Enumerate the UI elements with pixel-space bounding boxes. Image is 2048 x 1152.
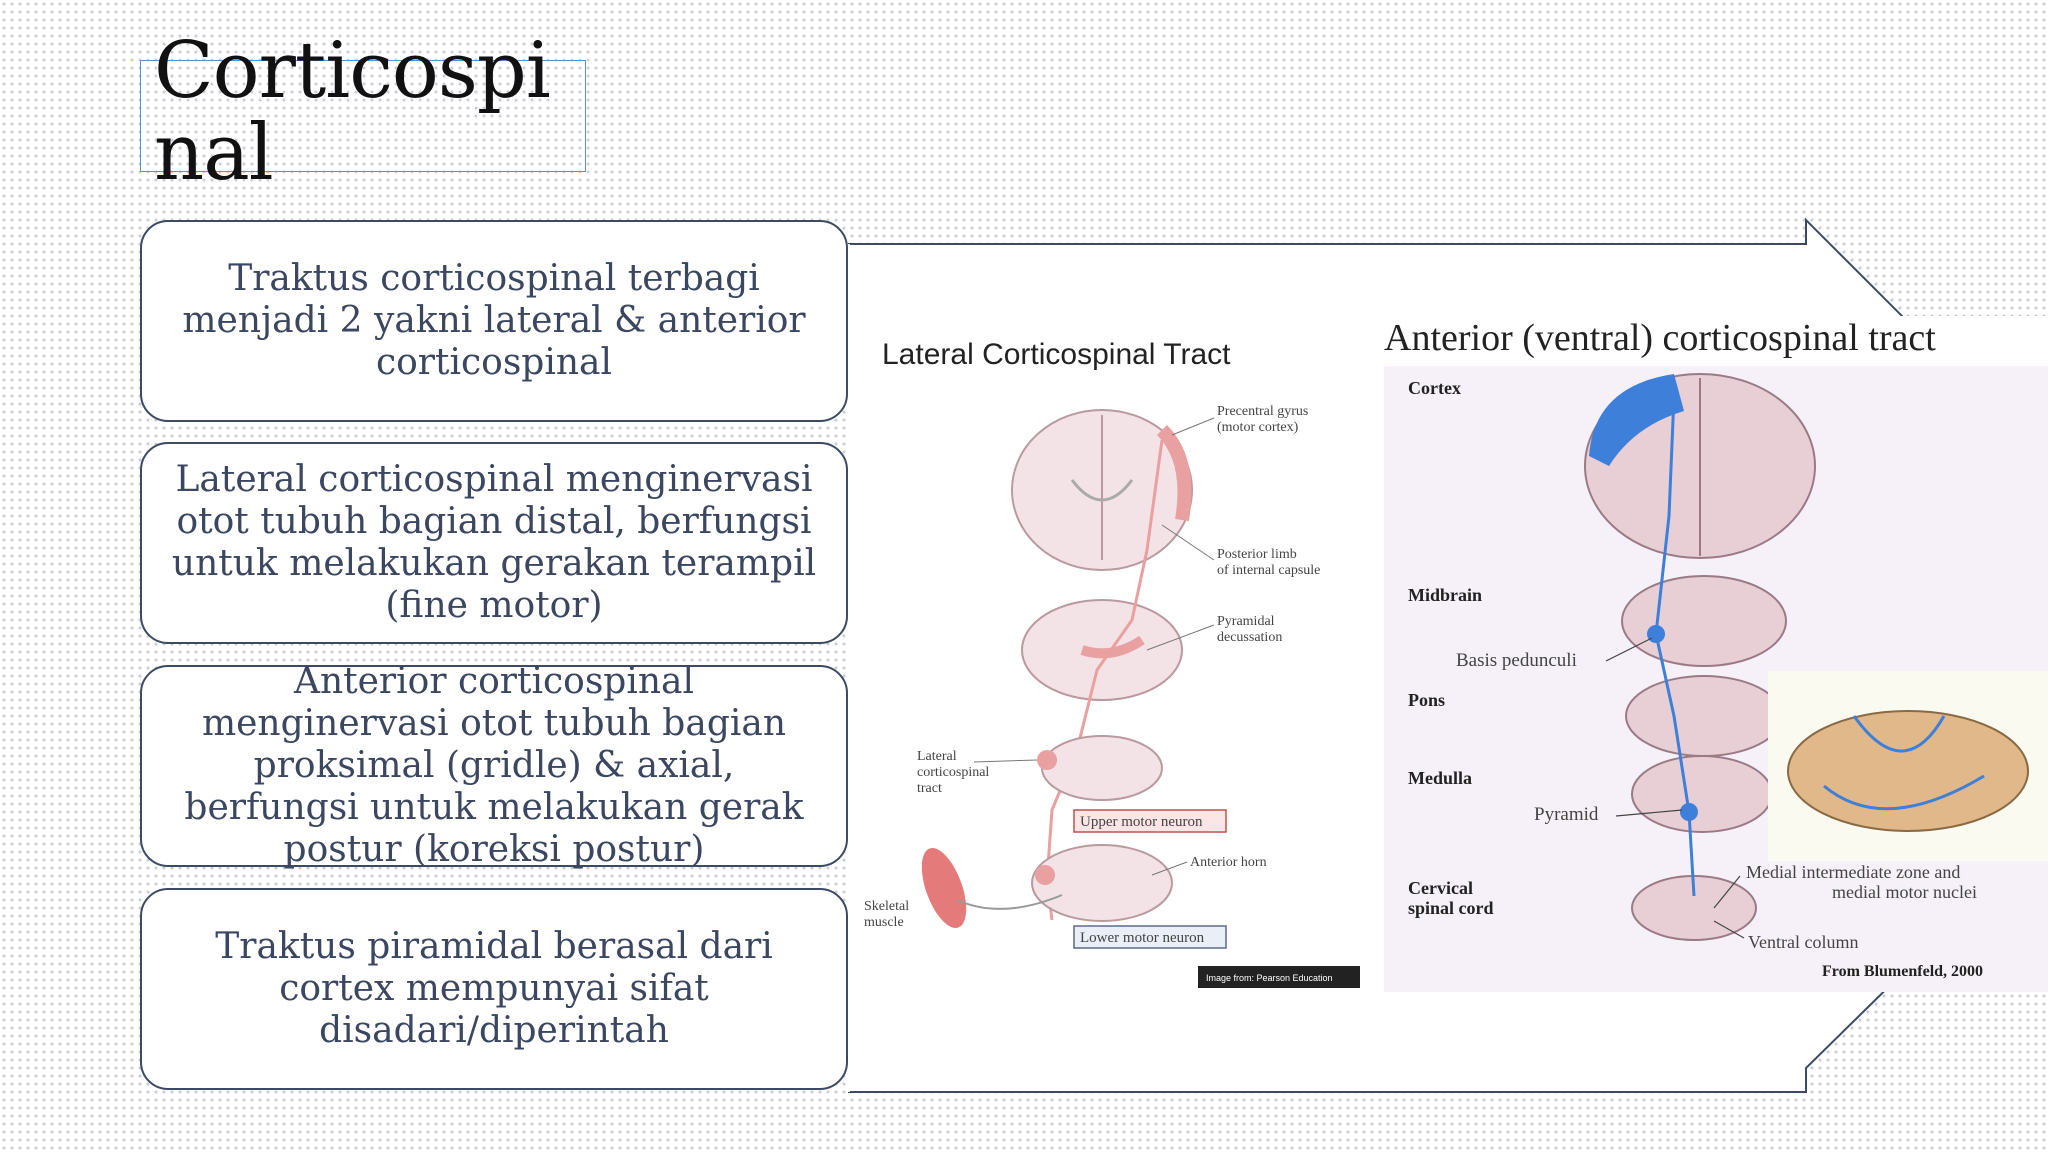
figure-title: Lateral Corticospinal Tract [882,338,1231,371]
label-cervical-2: spinal cord [1408,898,1494,918]
anterior-tract-figure: Anterior (ventral) corticospinal tract C… [1384,316,2048,992]
card-3[interactable]: Anterior corticospinal menginervasi otot… [140,661,848,870]
anterior-tract-drawing: Cortex Midbrain Basis pedunculi Pons Med… [1384,366,2048,992]
label-lateral-tract: Lateral [917,749,957,764]
label-pyramidal-2: decussation [1217,630,1282,645]
label-pons: Pons [1408,690,1445,710]
label-pyramid: Pyramid [1534,804,1599,825]
label-posterior-limb: Posterior limb [1217,547,1297,562]
label-precentral: Precentral gyrus [1217,404,1308,419]
label-cortex: Cortex [1408,378,1461,398]
label-midbrain: Midbrain [1408,585,1482,605]
card-4[interactable]: Traktus piramidal berasal dari cortex me… [140,888,848,1090]
label-lateral-tract-3: tract [917,781,942,796]
card-text: Lateral corticospinal menginervasi otot … [171,459,817,626]
label-ventral-column: Ventral column [1748,932,1858,952]
label-basis: Basis pedunculi [1456,650,1577,671]
slide-title: Corticospinal [154,26,551,198]
title-placeholder-box[interactable] [140,60,586,172]
lateral-tract-figure: Lateral Corticospinal Tract Precentral g… [862,320,1382,992]
label-posterior-limb-2: of internal capsule [1217,563,1320,578]
label-cervical: Cervical [1408,878,1473,898]
label-medial-zone: Medial intermediate zone and [1746,862,1960,882]
label-medial-zone-2: medial motor nuclei [1832,882,1977,902]
card-text: Anterior corticospinal menginervasi otot… [184,661,804,870]
card-2[interactable]: Lateral corticospinal menginervasi otot … [140,442,848,644]
label-medulla: Medulla [1408,768,1472,788]
card-1[interactable]: Traktus corticospinal terbagi menjadi 2 … [140,220,848,422]
label-lower-motor: Lower motor neuron [1080,930,1205,946]
label-pyramidal: Pyramidal [1217,614,1275,629]
label-skeletal-2: muscle [864,915,904,930]
card-text: Traktus corticospinal terbagi menjadi 2 … [182,258,806,383]
label-lateral-tract-2: corticospinal [917,765,989,780]
label-credit: Image from: Pearson Education [1206,973,1333,983]
label-precentral-2: (motor cortex) [1217,420,1299,435]
label-skeletal: Skeletal [864,899,909,914]
card-text: Traktus piramidal berasal dari cortex me… [215,926,773,1051]
label-anterior-horn: Anterior horn [1190,855,1267,870]
label-credit: From Blumenfeld, 2000 [1822,963,1983,980]
figure-title: Anterior (ventral) corticospinal tract [1384,317,1936,359]
label-upper-motor: Upper motor neuron [1080,814,1203,830]
lateral-tract-drawing: Precentral gyrus (motor cortex) Posterio… [864,404,1360,988]
